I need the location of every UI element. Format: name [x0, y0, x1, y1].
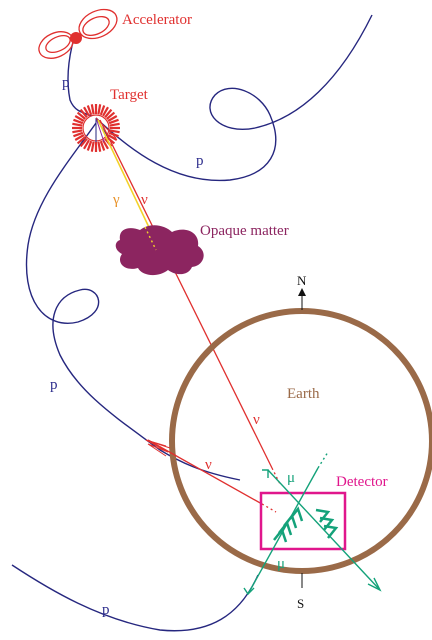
accelerator-core [70, 32, 82, 44]
proton-track-upper-right [95, 14, 373, 182]
proton-tracks [11, 14, 373, 632]
proton-track-bottom [11, 564, 259, 632]
target-ray [83, 106, 90, 117]
target-ray [104, 108, 113, 118]
target-ray [107, 134, 118, 141]
target-ray [72, 129, 83, 134]
muon-arrowhead-down-right [367, 577, 382, 592]
target-ray [99, 105, 106, 116]
target-ray [109, 129, 120, 134]
neutrino-source-fan [145, 439, 171, 457]
detector-box [259, 491, 347, 551]
target-ray [76, 136, 86, 145]
proton-label-middle: p [196, 153, 204, 169]
proton-label-top: p [62, 75, 70, 91]
muon-label-top: μ [287, 470, 295, 486]
accelerator-ring-right [78, 8, 118, 40]
opaque-matter-label: Opaque matter [200, 223, 289, 239]
accelerator-ring-right-inner [82, 15, 110, 37]
proton-label-bottom: p [102, 602, 110, 618]
opaque-matter-beam-trace [144, 226, 157, 251]
neutrino-beam-secondary [147, 439, 263, 505]
target-ray [74, 134, 85, 141]
opaque-matter-blob [115, 225, 204, 276]
target-ray [86, 140, 93, 151]
gamma-ray [97, 119, 156, 241]
muon-label-bottom: μ [277, 556, 285, 572]
target-ray [97, 104, 102, 115]
proton-track-left-loop [25, 122, 241, 481]
target-ray [99, 140, 106, 151]
target-ray [90, 141, 95, 152]
target-ray [102, 106, 109, 117]
target-label: Target [110, 87, 149, 103]
earth-ring [169, 308, 432, 574]
target-ray [73, 131, 84, 138]
target-ray [106, 111, 116, 120]
earth-label: Earth [287, 386, 320, 402]
detector-shower-left [273, 506, 304, 543]
target-ray [76, 111, 86, 120]
accelerator-ring-left [38, 31, 74, 59]
accelerator [38, 8, 118, 59]
proton-label-left: p [50, 377, 58, 393]
target-ray [86, 105, 93, 116]
target-ray [90, 104, 95, 115]
south-label: S [297, 596, 304, 611]
target-ray [79, 108, 88, 118]
muon-arrowhead-bottom [243, 587, 255, 596]
gamma-label: γ [112, 192, 120, 208]
muon-arrowhead-up [262, 469, 269, 478]
north-arrow-icon [298, 288, 306, 296]
neutrino-beam-secondary-dots [261, 503, 277, 513]
target-ray [109, 122, 120, 127]
neutrino-label-earth: ν [253, 412, 260, 428]
target-ray [107, 115, 118, 122]
neutrino-beam-main [99, 119, 273, 469]
accelerator-label: Accelerator [122, 12, 192, 28]
target-ray [74, 115, 85, 122]
accelerator-ring-left-inner [45, 34, 71, 54]
target-ray [79, 138, 88, 148]
target-ray [97, 141, 102, 152]
muon-track-up-dashed [317, 451, 329, 469]
target-ray [83, 139, 90, 150]
detector-shower-right [315, 508, 339, 539]
proton-track-from-accelerator [67, 37, 93, 117]
target-ray [72, 122, 83, 127]
detector-label: Detector [336, 474, 388, 490]
target-ray [108, 118, 119, 125]
north-label: N [297, 273, 307, 288]
target-ray [73, 118, 84, 125]
neutrino-label-top: ν [141, 192, 148, 208]
neutrino-label-secondary: ν [205, 457, 212, 473]
